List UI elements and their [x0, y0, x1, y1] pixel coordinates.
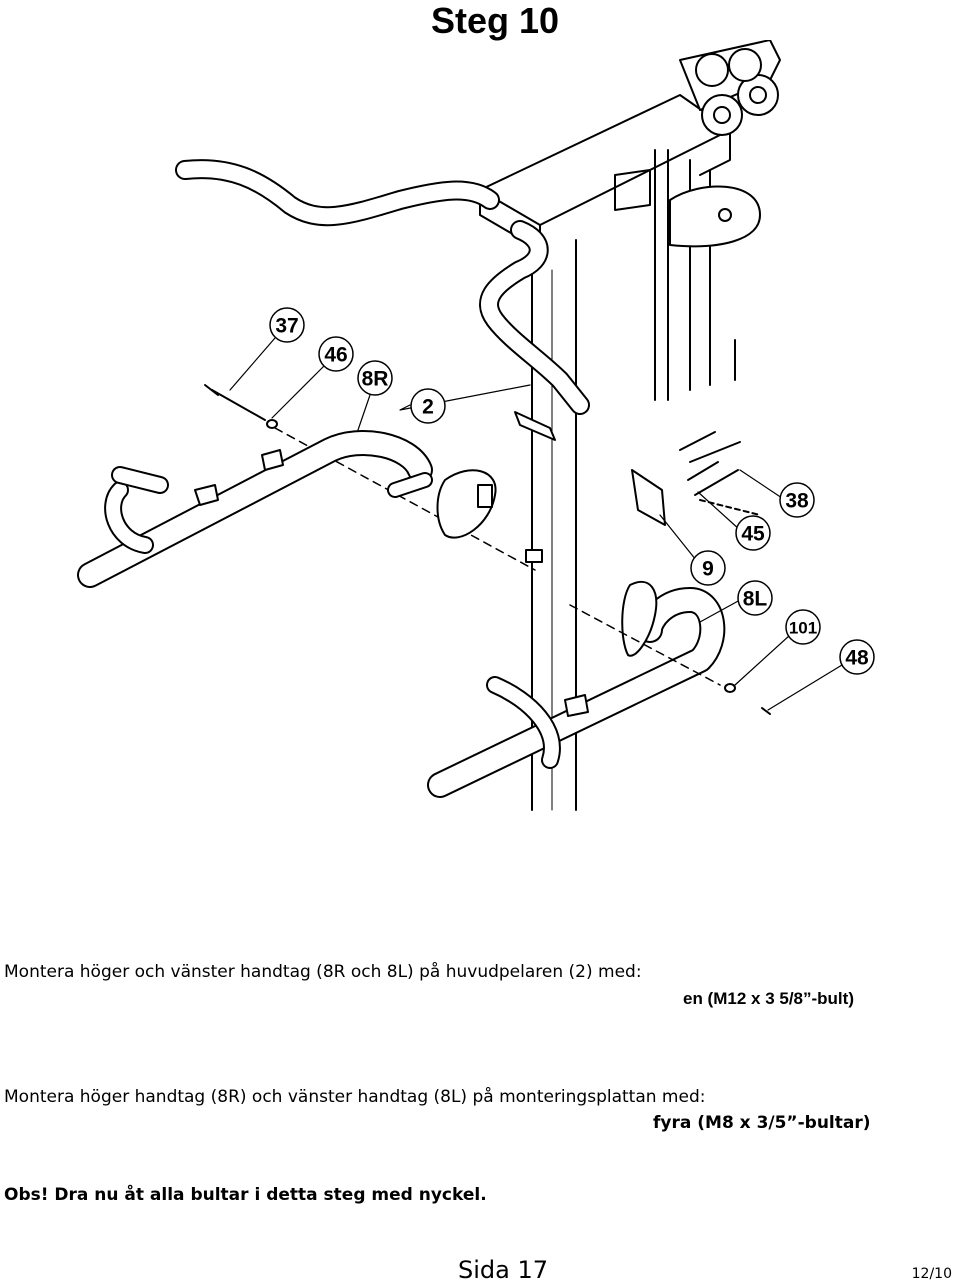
callout-circle-2 [410, 388, 446, 424]
callout-38: 38 [785, 490, 809, 513]
page-number: Sida 17 [458, 1256, 549, 1284]
callout-9: 9 [702, 558, 714, 581]
instruction-line-1: Montera höger och vänster handtag (8R oc… [4, 962, 642, 982]
callout-48: 48 [845, 647, 869, 670]
callout-circle-8r [357, 360, 393, 396]
callout-circle-38 [779, 482, 815, 518]
callout-37: 37 [275, 315, 298, 338]
tighten-note: Obs! Dra nu åt alla bultar i detta steg … [4, 1185, 487, 1205]
callout-101: 101 [789, 619, 817, 638]
callout-circle-8l [737, 580, 773, 616]
instruction-spec-2: fyra (M8 x 3/5”-bultar) [653, 1113, 871, 1133]
step-title: Steg 10 [430, 0, 560, 41]
callout-45: 45 [741, 523, 765, 546]
callout-circle-37 [269, 307, 305, 343]
callout-8r: 8R [362, 368, 389, 391]
callout-circle-101 [785, 609, 821, 645]
callout-circle-9 [690, 550, 726, 586]
instruction-spec-1: en (M12 x 3 5/8”-bult) [683, 989, 854, 1008]
callout-8l: 8L [743, 588, 768, 611]
instruction-line-2: Montera höger handtag (8R) och vänster h… [4, 1087, 706, 1107]
assembly-diagram: 37 46 8R 2 38 45 9 8L 101 48 [60, 39, 940, 830]
callout-circle-45 [735, 515, 771, 551]
callout-2: 2 [422, 396, 434, 419]
callout-circle-46 [318, 336, 354, 372]
callout-circle-48 [839, 639, 875, 675]
callout-46: 46 [324, 344, 347, 367]
footer-date: 12/10 [911, 1266, 952, 1282]
